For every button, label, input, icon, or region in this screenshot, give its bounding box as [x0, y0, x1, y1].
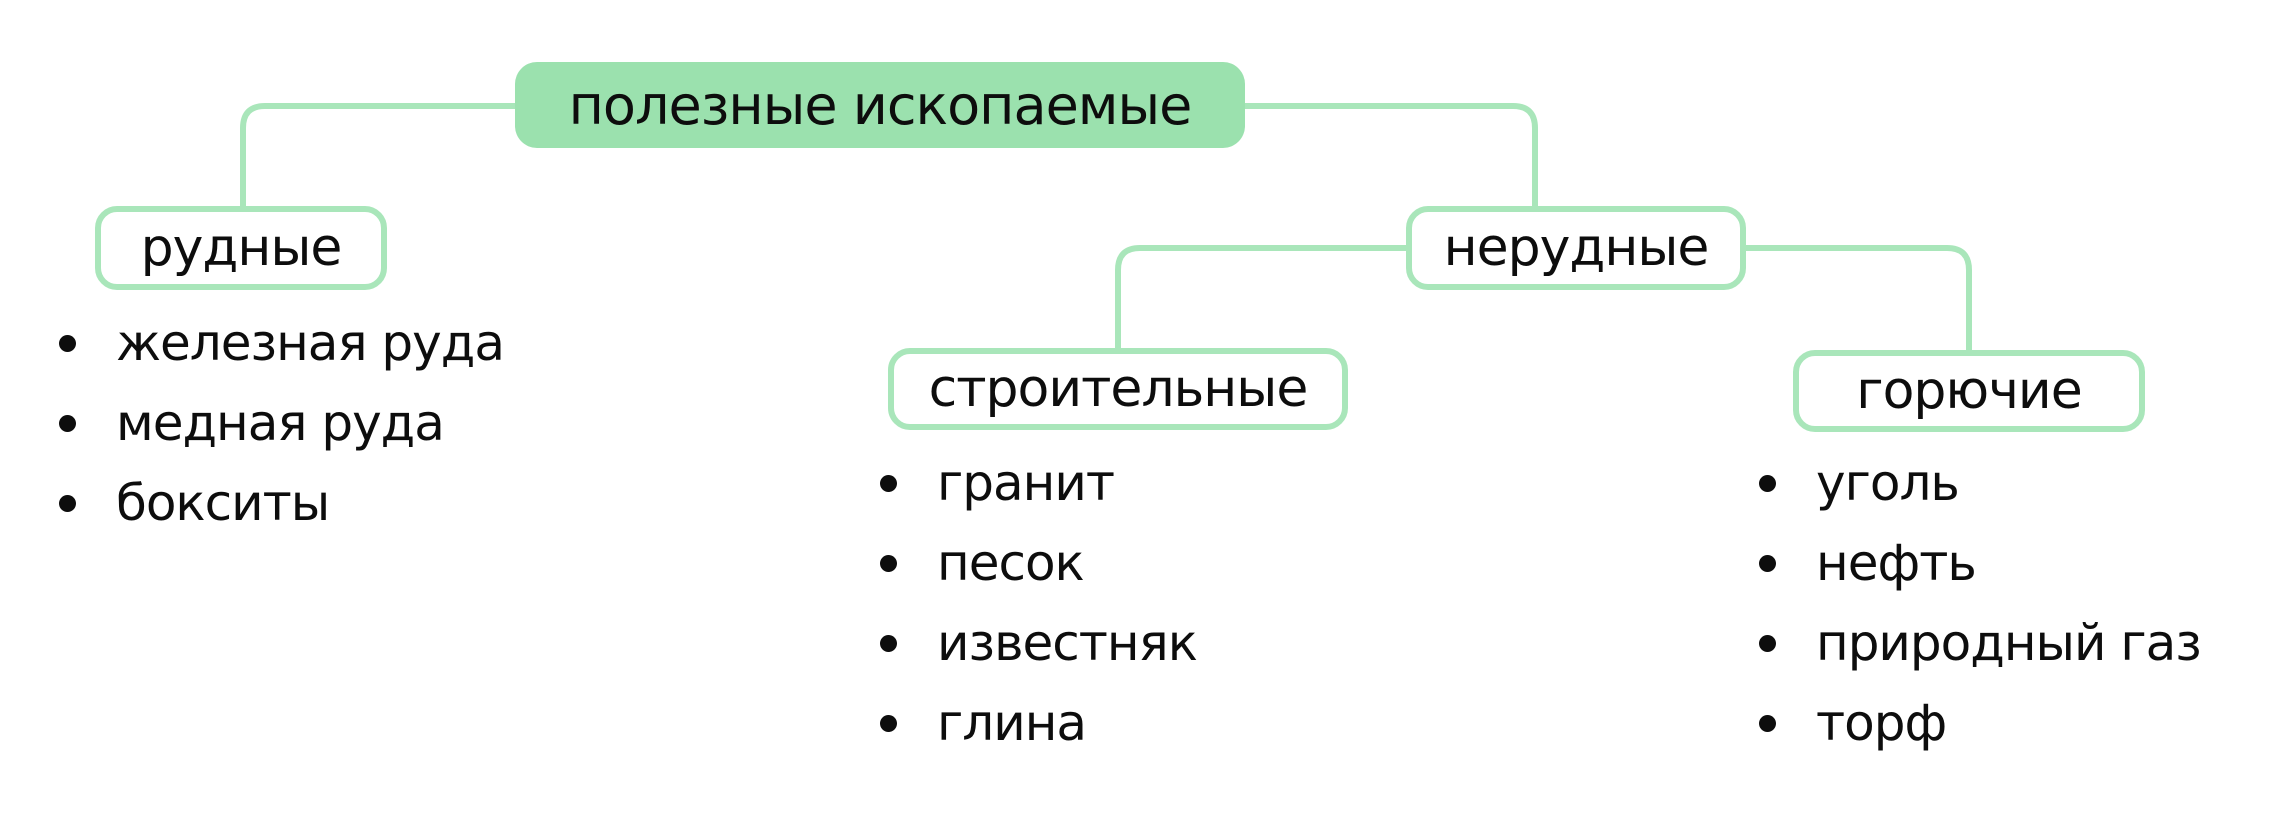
connector-nerudnye-to-goryuchie	[1744, 245, 1972, 352]
list-item-label: глина	[937, 694, 1087, 752]
branch-node-label: рудные	[140, 218, 343, 278]
list-item: природный газ	[1759, 603, 2202, 683]
branch-node-stroitelnye: строительные	[888, 348, 1348, 430]
list-item: медная руда	[59, 383, 504, 463]
list-item-label: железная руда	[116, 314, 505, 372]
list-item-label: уголь	[1816, 454, 1960, 512]
bullet-icon	[1759, 634, 1776, 652]
list-item-label: торф	[1816, 694, 1947, 752]
list-item-label: бокситы	[116, 474, 330, 532]
branch-node-rudnye: рудные	[95, 206, 387, 290]
bullet-icon	[880, 714, 897, 732]
list-item-label: известняк	[937, 614, 1198, 672]
goryuchie-item-list: уголь нефть природный газ торф	[1759, 443, 2202, 763]
list-item: торф	[1759, 683, 2201, 763]
bullet-icon	[880, 554, 897, 572]
bullet-icon	[59, 414, 76, 432]
list-item: бокситы	[59, 463, 504, 543]
list-item: нефть	[1759, 523, 2201, 603]
root-node-label: полезные ископаемые	[568, 73, 1193, 137]
stroitelnye-item-list: гранит песок известняк глина	[880, 443, 1198, 763]
branch-node-label: горючие	[1856, 361, 2082, 421]
list-item: гранит	[880, 443, 1197, 523]
bullet-icon	[1759, 554, 1776, 572]
bullet-icon	[880, 474, 897, 492]
branch-node-label: нерудные	[1443, 218, 1710, 278]
bullet-icon	[1759, 714, 1776, 732]
list-item-label: гранит	[937, 454, 1115, 512]
list-item-label: нефть	[1816, 534, 1977, 592]
list-item: железная руда	[59, 303, 505, 383]
list-item-label: природный газ	[1816, 614, 2202, 672]
list-item-label: медная руда	[116, 394, 445, 452]
bullet-icon	[1759, 474, 1776, 492]
bullet-icon	[59, 334, 76, 352]
branch-node-nerudnye: нерудные	[1406, 206, 1746, 290]
bullet-icon	[59, 494, 76, 512]
list-item: глина	[880, 683, 1197, 763]
list-item: известняк	[880, 603, 1198, 683]
bullet-icon	[880, 634, 897, 652]
connector-root-to-rudnye	[240, 103, 517, 208]
branch-node-label: строительные	[928, 359, 1309, 419]
list-item-label: песок	[937, 534, 1085, 592]
rudnye-item-list: железная руда медная руда бокситы	[59, 303, 505, 543]
list-item: песок	[880, 523, 1197, 603]
list-item: уголь	[1759, 443, 2201, 523]
connector-nerudnye-to-stroitelnye	[1115, 245, 1408, 350]
root-node-poleznye-iskopaemye: полезные ископаемые	[515, 62, 1245, 148]
branch-node-goryuchie: горючие	[1793, 350, 2145, 432]
connector-root-to-nerudnye	[1243, 103, 1538, 208]
